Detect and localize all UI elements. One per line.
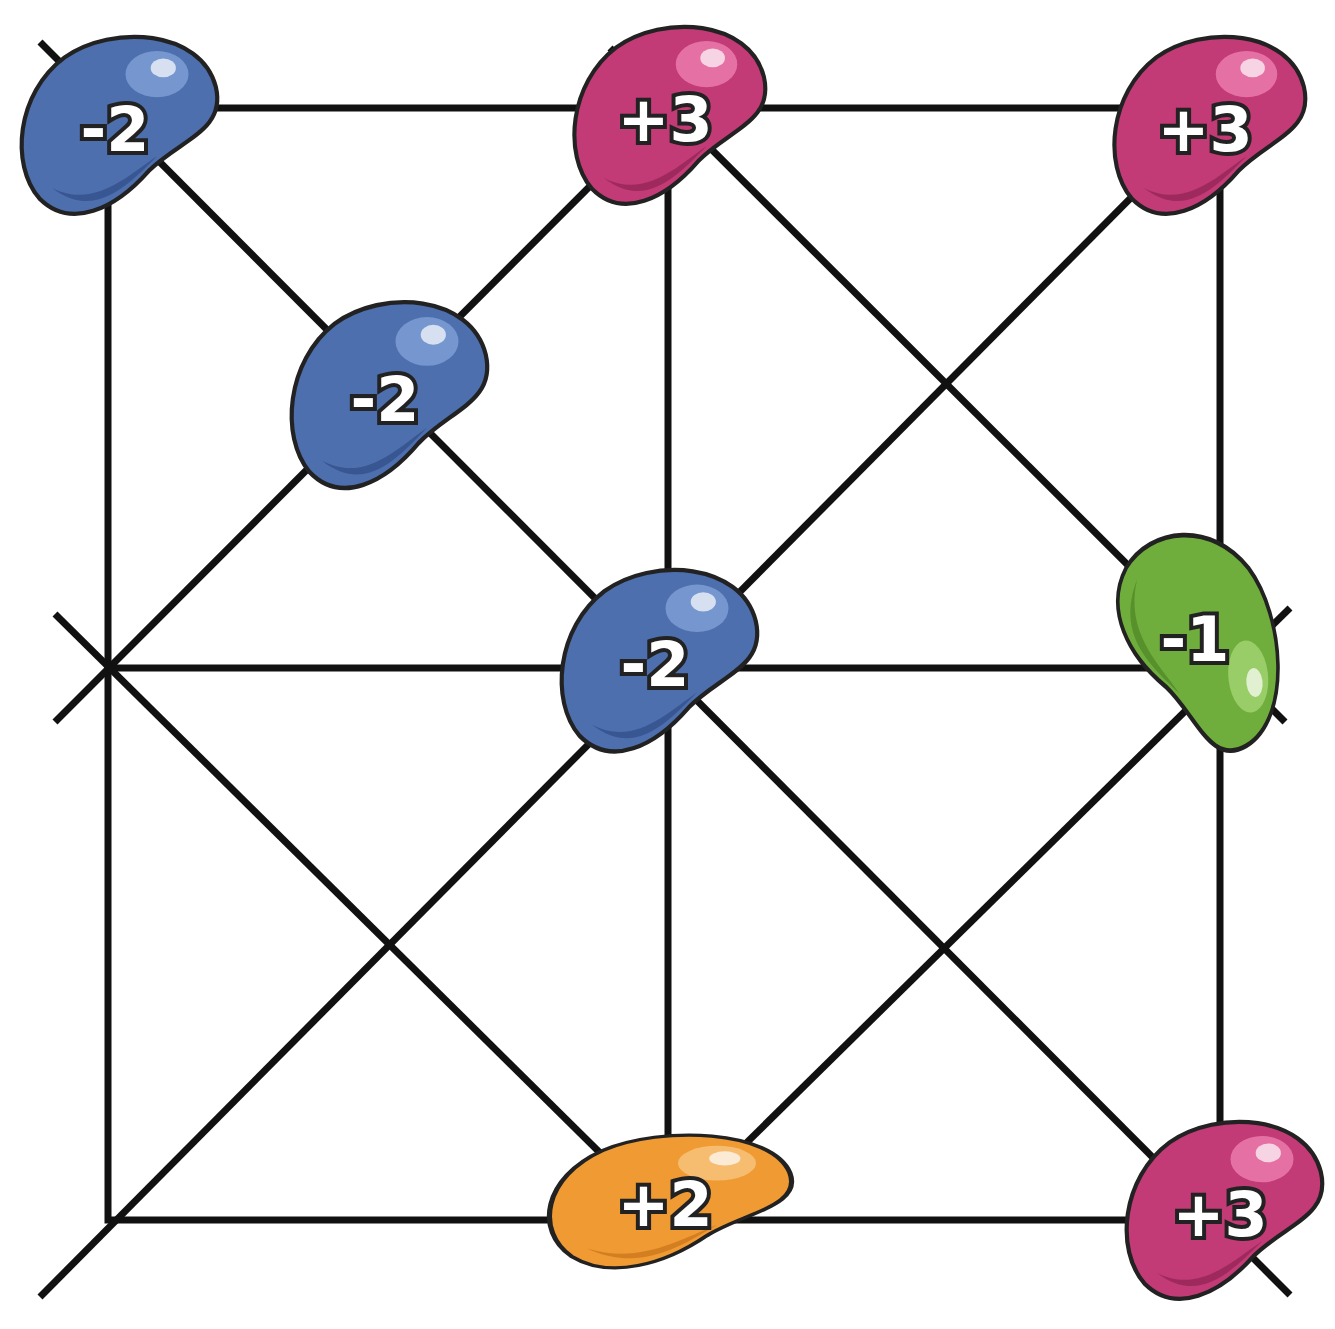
jelly-bean: -1 (1105, 525, 1285, 755)
bean-value: +3 (1172, 1184, 1267, 1246)
jelly-bean: +3 (563, 20, 768, 220)
jelly-bean: +3 (1103, 30, 1308, 230)
bean-value: +3 (1157, 99, 1252, 161)
diagonal-line (610, 48, 1285, 722)
jelly-bean: -2 (10, 30, 220, 230)
bean-value: -2 (351, 369, 420, 431)
jelly-bean: +2 (535, 1130, 795, 1280)
bean-value: +3 (617, 89, 712, 151)
jelly-bean: -2 (280, 295, 490, 505)
bean-value: -2 (621, 634, 690, 696)
jelly-bean: +3 (1115, 1115, 1325, 1315)
jelly-bean: -2 (550, 563, 760, 768)
bean-value: -2 (81, 99, 150, 161)
diagonal-line (40, 108, 1220, 1297)
bean-value: +2 (617, 1174, 712, 1236)
bean-value: -1 (1161, 609, 1230, 671)
